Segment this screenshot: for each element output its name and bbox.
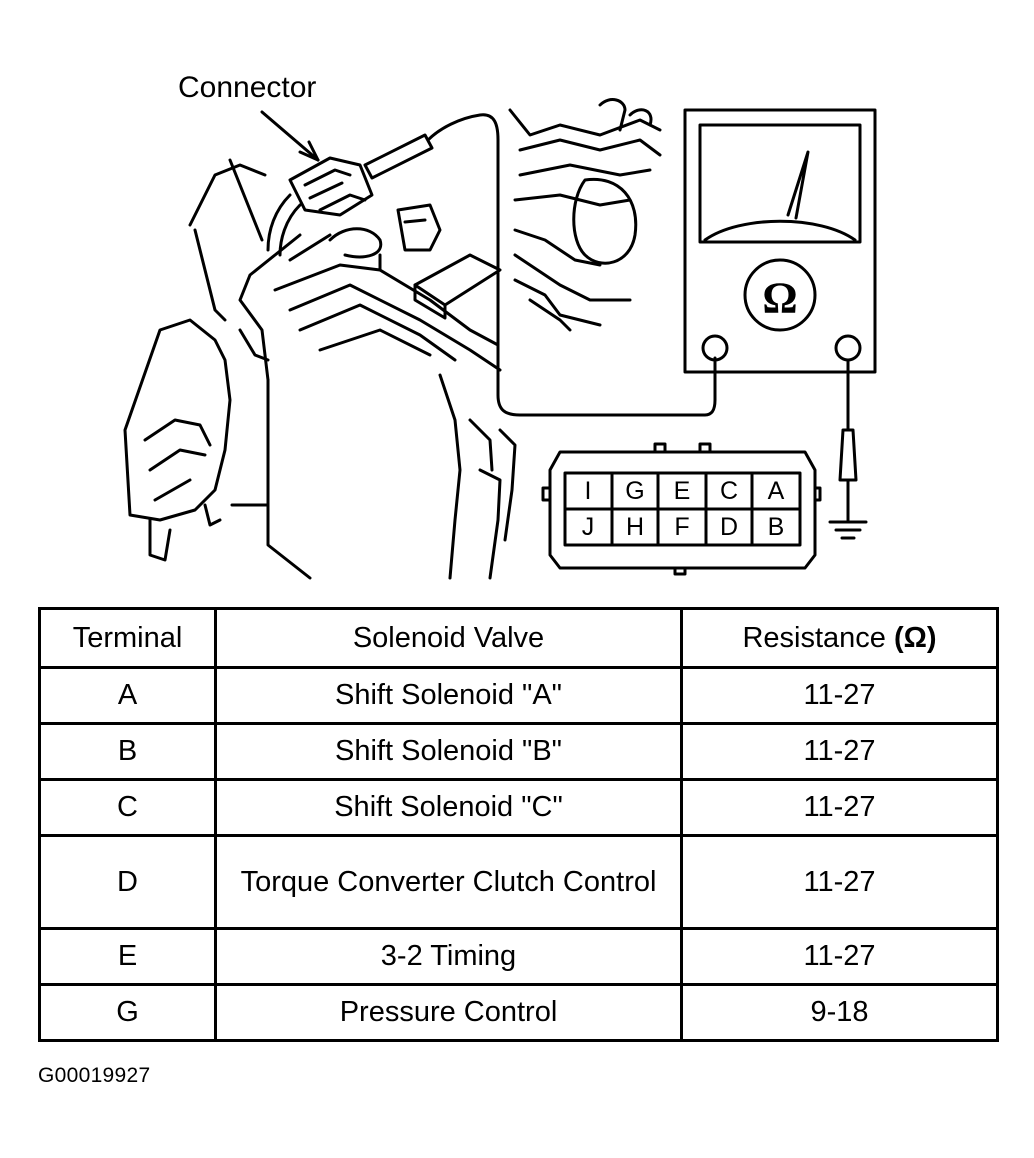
table-row: G Pressure Control 9-18 — [38, 983, 999, 1042]
table-header-row: Terminal Solenoid Valve Resistance (Ω) — [38, 607, 999, 669]
pin-label: F — [674, 513, 689, 541]
transmission-illustration — [123, 98, 662, 580]
ohm-symbol: Ω — [762, 274, 797, 323]
pin-label: G — [625, 477, 644, 505]
table-row: E 3-2 Timing 11-27 — [38, 927, 999, 986]
resistance-cell: 11-27 — [680, 834, 999, 930]
valve-cell: Torque Converter Clutch Control — [214, 834, 683, 930]
figure-id: G00019927 — [38, 1064, 151, 1087]
resistance-cell: 9-18 — [680, 983, 999, 1042]
header-resistance: Resistance (Ω) — [680, 607, 999, 669]
table-row: C Shift Solenoid "C" 11-27 — [38, 778, 999, 837]
connector-face — [541, 442, 822, 576]
pin-label: D — [720, 513, 738, 541]
valve-cell: Shift Solenoid "C" — [214, 778, 683, 837]
header-terminal: Terminal — [38, 607, 217, 669]
valve-cell: Pressure Control — [214, 983, 683, 1042]
valve-cell: Shift Solenoid "B" — [214, 722, 683, 781]
pin-label: A — [768, 477, 785, 505]
pin-label: I — [585, 477, 592, 505]
pin-label: J — [582, 513, 595, 541]
table-row: A Shift Solenoid "A" 11-27 — [38, 666, 999, 725]
resistance-cell: 11-27 — [680, 778, 999, 837]
valve-cell: 3-2 Timing — [214, 927, 683, 986]
terminal-cell: B — [38, 722, 217, 781]
table-row: D Torque Converter Clutch Control 11-27 — [38, 834, 999, 930]
connector-pin-labels: I G E C A J H F D B — [582, 477, 785, 541]
terminal-cell: A — [38, 666, 217, 725]
resistance-cell: 11-27 — [680, 666, 999, 725]
terminal-cell: D — [38, 834, 217, 930]
terminal-cell: E — [38, 927, 217, 986]
pin-label: H — [626, 513, 644, 541]
valve-cell: Shift Solenoid "A" — [214, 666, 683, 725]
multimeter-icon — [683, 108, 877, 522]
table-row: B Shift Solenoid "B" 11-27 — [38, 722, 999, 781]
test-diagram: Ω I G E C A J H F D — [123, 71, 877, 580]
pin-label: C — [720, 477, 738, 505]
terminal-cell: C — [38, 778, 217, 837]
resistance-cell: 11-27 — [680, 927, 999, 986]
pin-label: E — [674, 477, 691, 505]
header-resistance-unit: (Ω) — [893, 621, 937, 654]
harness-connector — [266, 156, 442, 257]
terminal-cell: G — [38, 983, 217, 1042]
connector-callout-label: Connector — [178, 71, 317, 104]
callout-arrow — [260, 110, 320, 162]
probe-icon — [363, 113, 717, 417]
ground-symbol-icon — [828, 520, 868, 540]
header-resistance-label: Resistance — [742, 621, 886, 654]
pin-label: B — [768, 513, 785, 541]
header-solenoid-valve: Solenoid Valve — [214, 607, 683, 669]
resistance-spec-table: Terminal Solenoid Valve Resistance (Ω) A… — [38, 607, 999, 1042]
resistance-cell: 11-27 — [680, 722, 999, 781]
